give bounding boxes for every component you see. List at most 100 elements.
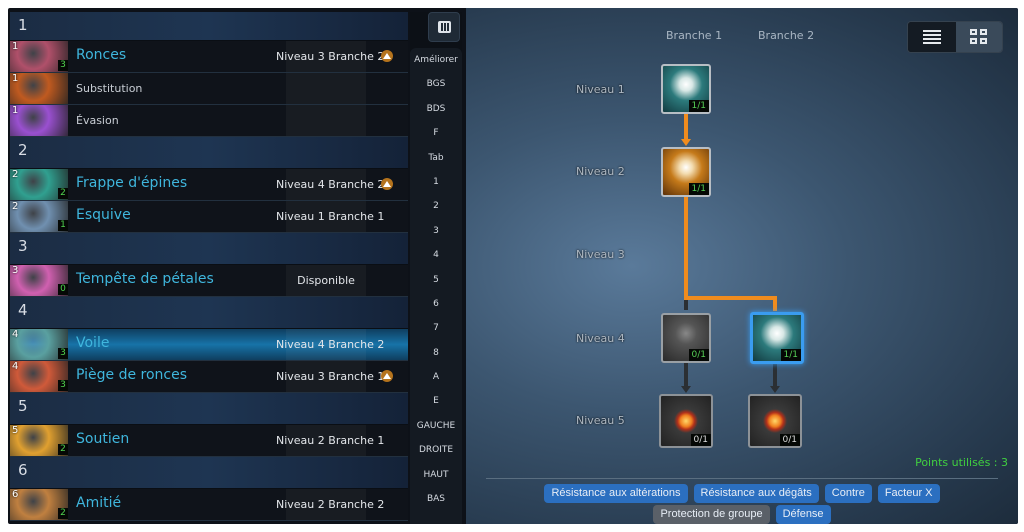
status-column xyxy=(286,489,366,520)
skill-level: 6 xyxy=(12,489,19,500)
key-item[interactable]: 3 xyxy=(433,225,439,236)
status-column xyxy=(286,105,366,136)
skill-status: Niveau 3 Branche 2 xyxy=(276,50,394,63)
key-item[interactable]: GAUCHE xyxy=(416,420,456,431)
branch-1-label: Branche 1 xyxy=(666,29,723,42)
tag-button[interactable]: Résistance aux altérations xyxy=(544,484,688,503)
skill-status: Niveau 4 Branche 2 xyxy=(276,178,394,191)
skill-status: Niveau 1 Branche 1 xyxy=(276,210,384,223)
status-text: Niveau 3 Branche 2 xyxy=(276,50,385,63)
status-column xyxy=(286,41,366,72)
warning-icon xyxy=(381,370,394,382)
skill-points: 2 xyxy=(58,188,68,199)
skill-name: Voile xyxy=(76,335,110,351)
key-item[interactable]: F xyxy=(433,128,439,139)
tree-node-level5-branch2[interactable]: 0/1 xyxy=(748,394,802,448)
key-item[interactable]: 7 xyxy=(433,323,439,334)
status-text: Disponible xyxy=(297,274,355,287)
tree-node-level1-branch1[interactable]: 1/1 xyxy=(661,64,711,114)
tree-node-level5-branch1[interactable]: 0/1 xyxy=(659,394,713,448)
key-item[interactable]: HAUT xyxy=(423,469,449,480)
path-arrow xyxy=(681,139,691,146)
status-column xyxy=(286,169,366,200)
path-line xyxy=(684,196,688,300)
skill-status: Niveau 2 Branche 2 xyxy=(276,498,384,511)
path-arrow xyxy=(681,386,691,393)
group-header: 3 xyxy=(10,233,408,265)
key-item[interactable]: Améliorer xyxy=(414,55,458,65)
skill-name: Frappe d'épines xyxy=(76,175,188,191)
skill-name: Amitié xyxy=(76,495,122,511)
path-arrow xyxy=(770,386,780,393)
node-points: 1/1 xyxy=(688,183,709,195)
skill-points: 3 xyxy=(58,60,68,71)
key-item[interactable]: 1 xyxy=(433,176,439,187)
divider xyxy=(486,478,998,479)
key-item[interactable]: A xyxy=(432,372,440,383)
list-view-button[interactable] xyxy=(908,22,956,52)
tree-node-level2-branch1[interactable]: 1/1 xyxy=(661,147,711,197)
key-item[interactable]: 6 xyxy=(433,298,439,309)
key-item[interactable]: 4 xyxy=(433,250,439,261)
tree-node-level4-branch1[interactable]: 0/1 xyxy=(661,313,711,363)
tree-node-level4-branch2[interactable]: 1/1 xyxy=(750,312,804,364)
status-text: Niveau 2 Branche 2 xyxy=(276,498,385,511)
tag-button[interactable]: Défense xyxy=(775,505,831,524)
keyboard-button[interactable] xyxy=(428,12,460,42)
skill-level: 5 xyxy=(12,425,19,436)
tag-button[interactable]: Facteur X xyxy=(877,484,940,503)
view-toggle xyxy=(907,21,1003,53)
skill-points: 1 xyxy=(58,220,68,231)
status-text: Niveau 3 Branche 1 xyxy=(276,370,385,383)
key-item[interactable]: BGS xyxy=(426,79,446,90)
key-item[interactable]: DROITE xyxy=(418,445,454,456)
skill-level: 3 xyxy=(12,265,19,276)
points-used: Points utilisés : 3 xyxy=(915,456,1008,469)
status-text: Niveau 1 Branche 1 xyxy=(276,210,385,223)
key-item[interactable]: 5 xyxy=(433,274,439,285)
path-line xyxy=(684,362,688,388)
branch-2-label: Branche 2 xyxy=(758,29,815,42)
status-column xyxy=(286,201,366,232)
skill-name: Soutien xyxy=(76,431,130,447)
status-column xyxy=(286,425,366,456)
status-text: Niveau 2 Branche 1 xyxy=(276,434,385,447)
skill-icon xyxy=(10,105,68,136)
skill-level: 1 xyxy=(12,105,19,116)
level-4-label: Niveau 4 xyxy=(576,332,625,345)
key-item[interactable]: 2 xyxy=(433,201,439,212)
level-5-label: Niveau 5 xyxy=(576,414,625,427)
key-item[interactable]: E xyxy=(433,396,439,407)
key-item[interactable]: Tab xyxy=(428,152,444,163)
keyboard-icon xyxy=(438,21,451,33)
list-icon xyxy=(923,30,941,44)
tag-button[interactable]: Résistance aux dégâts xyxy=(693,484,819,503)
skill-points: 3 xyxy=(58,348,68,359)
status-column xyxy=(286,73,366,104)
tag-button[interactable]: Contre xyxy=(824,484,872,503)
tag-button[interactable]: Protection de groupe xyxy=(653,505,770,524)
key-item[interactable]: 8 xyxy=(433,347,439,358)
key-item[interactable]: BDS xyxy=(426,103,446,114)
skill-points: 3 xyxy=(58,380,68,391)
warning-icon xyxy=(381,50,394,62)
skill-name: Substitution xyxy=(76,82,143,95)
node-points: 0/1 xyxy=(688,349,709,361)
grid-view-button[interactable] xyxy=(956,22,1002,52)
key-item[interactable]: BAS xyxy=(426,494,446,505)
skill-points: 0 xyxy=(58,284,68,295)
level-3-label: Niveau 3 xyxy=(576,248,625,261)
